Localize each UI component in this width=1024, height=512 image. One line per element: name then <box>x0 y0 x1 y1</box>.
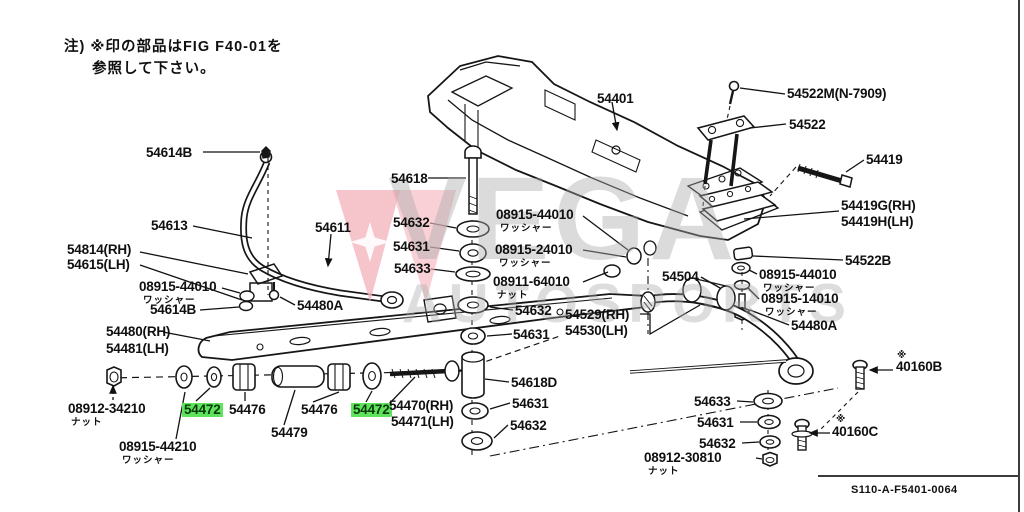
part-label-54419h-lh: 54419H(LH) <box>841 214 914 229</box>
part-label-54530-lh: 54530(LH) <box>565 323 628 338</box>
part-label-54480a: 54480A <box>791 318 838 333</box>
part-label-54632: 54632 <box>515 303 552 318</box>
lower-arm-art <box>629 277 868 467</box>
part-label-08915-44210: 08915-44210 <box>119 439 197 454</box>
part-label-08915-44010: 08915-44010 <box>759 267 837 282</box>
part-label-08915-24010: 08915-24010 <box>495 242 573 257</box>
part-label-54633: 54633 <box>694 394 731 409</box>
reference-note: 注) ※印の部品はFIG F40-01を 参照して下さい。 <box>64 36 283 81</box>
part-label-54471-lh: 54471(LH) <box>391 414 454 429</box>
part-label-54476: 54476 <box>301 402 338 417</box>
part-label-54522m-n-7909: 54522M(N-7909) <box>787 86 887 101</box>
part-label-08915-14010: 08915-14010 <box>761 291 839 306</box>
page-border-bottom <box>818 475 1018 477</box>
part-label-54631: 54631 <box>393 239 430 254</box>
part-label-54480-rh: 54480(RH) <box>106 324 171 339</box>
note-line-1: 注) ※印の部品はFIG F40-01を <box>64 39 283 55</box>
part-label-54472: 54472 <box>351 402 392 418</box>
part-label-: ワッシャー <box>763 283 816 294</box>
part-label-08915-44010: 08915-44010 <box>139 279 217 294</box>
leader-lines <box>109 87 893 460</box>
part-label-54401: 54401 <box>597 91 634 106</box>
part-label-54522: 54522 <box>789 117 826 132</box>
part-label-54480a: 54480A <box>297 298 344 313</box>
part-label-54611: 54611 <box>315 220 351 235</box>
part-label-54470-rh: 54470(RH) <box>389 398 454 413</box>
part-label-54618d: 54618D <box>511 375 558 390</box>
part-label-54522b: 54522B <box>845 253 892 268</box>
part-label-54419: 54419 <box>866 152 903 167</box>
page-border-right <box>1018 0 1020 512</box>
part-label-54632: 54632 <box>393 215 430 230</box>
part-label-08915-44010: 08915-44010 <box>496 207 574 222</box>
part-label-54479: 54479 <box>271 425 308 440</box>
part-label-54504: 54504 <box>662 269 699 284</box>
part-label-54613: 54613 <box>151 218 188 233</box>
part-label-: ワッシャー <box>143 295 196 306</box>
part-label-54529-rh: 54529(RH) <box>565 307 630 322</box>
part-label-54615-lh: 54615(LH) <box>67 257 130 272</box>
part-label-54476: 54476 <box>229 402 266 417</box>
part-label-54472: 54472 <box>182 402 223 418</box>
part-label-08912-34210: 08912-34210 <box>68 401 146 416</box>
part-label-: ワッシャー <box>499 258 552 269</box>
tension-rod-row-art <box>106 335 561 391</box>
part-label-08911-64010: 08911-64010 <box>493 274 570 289</box>
part-label-: ナット <box>648 466 680 477</box>
part-label-54631: 54631 <box>697 415 734 430</box>
part-label-54481-lh: 54481(LH) <box>106 341 169 356</box>
part-label-54614b: 54614B <box>146 145 193 160</box>
part-label-40160c: 40160C <box>832 424 879 439</box>
note-line-2: 参照して下さい。 <box>92 61 216 78</box>
part-label-08912-30810: 08912-30810 <box>644 450 722 465</box>
part-label-54632: 54632 <box>510 418 547 433</box>
right-fasteners-art <box>647 80 853 334</box>
part-label-54633: 54633 <box>394 261 431 276</box>
part-label-54631: 54631 <box>513 327 550 342</box>
part-label-: ※ <box>897 350 908 361</box>
part-label-: ワッシャー <box>500 223 553 234</box>
front-bar-art <box>197 293 650 361</box>
part-label-54419g-rh: 54419G(RH) <box>841 198 916 213</box>
part-label-54631: 54631 <box>512 396 549 411</box>
part-label-54814-rh: 54814(RH) <box>67 242 132 257</box>
part-label-54632: 54632 <box>699 436 736 451</box>
part-label-54614b: 54614B <box>150 302 197 317</box>
part-label-: ナット <box>71 417 103 428</box>
part-label-: ※ <box>836 414 847 425</box>
part-label-: ナット <box>497 290 529 301</box>
part-label-: ワッシャー <box>122 455 175 466</box>
part-label-: ワッシャー <box>765 307 818 318</box>
part-label-54618: 54618 <box>391 171 428 186</box>
part-label-40160b: 40160B <box>896 359 943 374</box>
diagram-code: S110-A-F5401-0064 <box>851 484 958 496</box>
